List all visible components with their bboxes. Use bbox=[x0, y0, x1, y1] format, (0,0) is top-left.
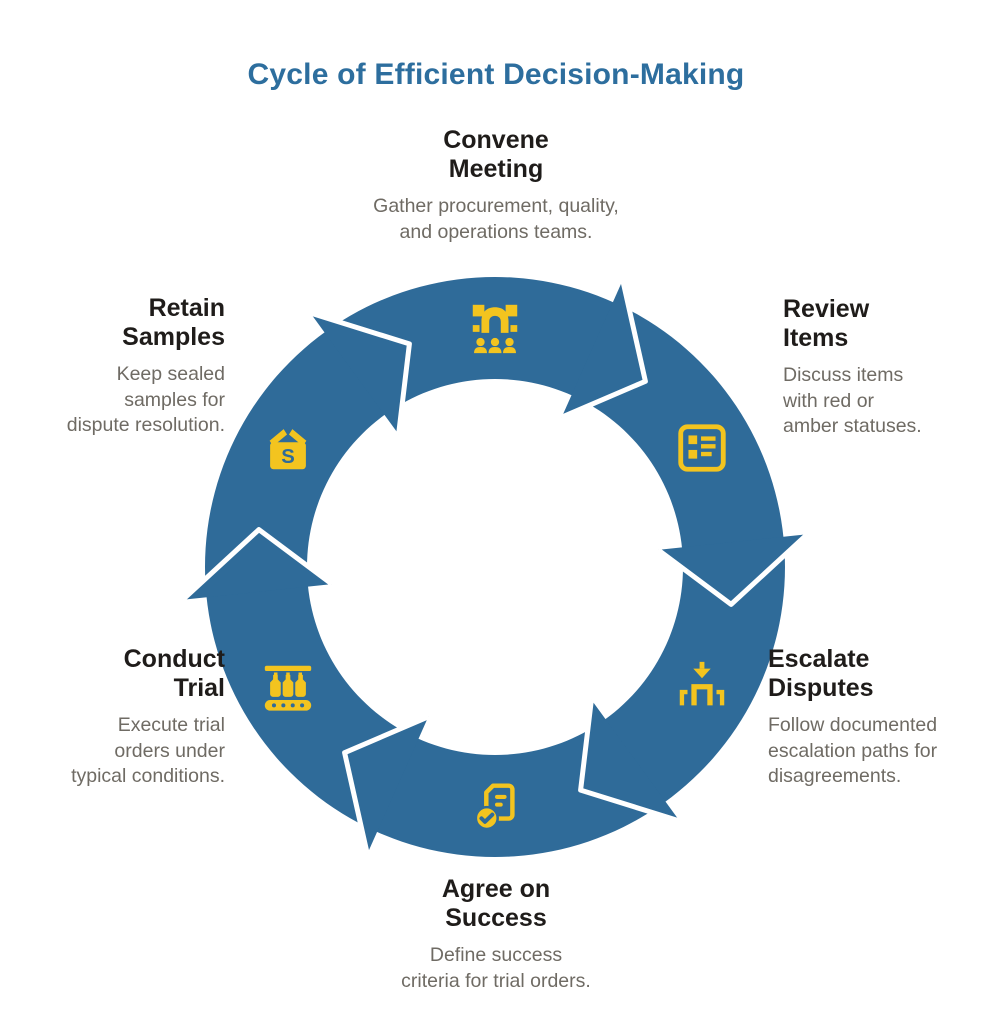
stage-description: Keep sealed samples for dispute resoluti… bbox=[66, 363, 225, 437]
checklist-icon bbox=[673, 419, 731, 477]
stage-review-items: Review Items Discuss items with red or a… bbox=[783, 295, 922, 440]
cycle-arrowhead bbox=[309, 310, 412, 435]
stage-description: Gather procurement, quality, and operati… bbox=[373, 195, 619, 243]
approved-document-icon bbox=[466, 777, 524, 835]
cycle-arrowhead bbox=[181, 527, 334, 602]
stage-description: Discuss items with red or amber statuses… bbox=[783, 364, 922, 438]
stage-title: Convene Meeting bbox=[443, 126, 549, 183]
cycle-ring-band bbox=[204, 277, 785, 857]
svg-text:S: S bbox=[281, 446, 295, 468]
stage-conduct-trial: Conduct Trial Execute trial orders under… bbox=[71, 645, 225, 790]
meeting-icon bbox=[466, 299, 524, 357]
stage-retain-samples: Retain Samples Keep sealed samples for d… bbox=[67, 294, 225, 439]
stage-escalate-disputes: Escalate Disputes Follow documented esca… bbox=[768, 645, 937, 790]
stage-description: Define success criteria for trial orders… bbox=[401, 944, 591, 992]
cycle-arrowhead bbox=[560, 279, 648, 420]
stage-description: Follow documented escalation paths for d… bbox=[768, 714, 938, 788]
cycle-arrowhead bbox=[342, 714, 430, 855]
stage-description: Execute trial orders under typical condi… bbox=[71, 714, 225, 788]
page-title: Cycle of Efficient Decision-Making bbox=[247, 58, 745, 91]
stage-title: Agree on Success bbox=[441, 875, 551, 932]
escalation-icon bbox=[673, 658, 731, 716]
stage-convene-meeting: Convene Meeting Gather procurement, qual… bbox=[373, 126, 619, 245]
stage-title: Escalate Disputes bbox=[768, 645, 874, 702]
sample-box-icon: S bbox=[259, 419, 317, 477]
production-line-icon bbox=[259, 658, 317, 716]
cycle-arrowhead bbox=[656, 532, 809, 607]
stage-title: Conduct Trial bbox=[123, 645, 225, 702]
stage-title: Review Items bbox=[783, 295, 870, 352]
stage-agree-on-success: Agree on Success Define success criteria… bbox=[401, 875, 591, 994]
stage-title: Retain Samples bbox=[122, 294, 225, 351]
cycle-arrowhead bbox=[578, 699, 681, 824]
